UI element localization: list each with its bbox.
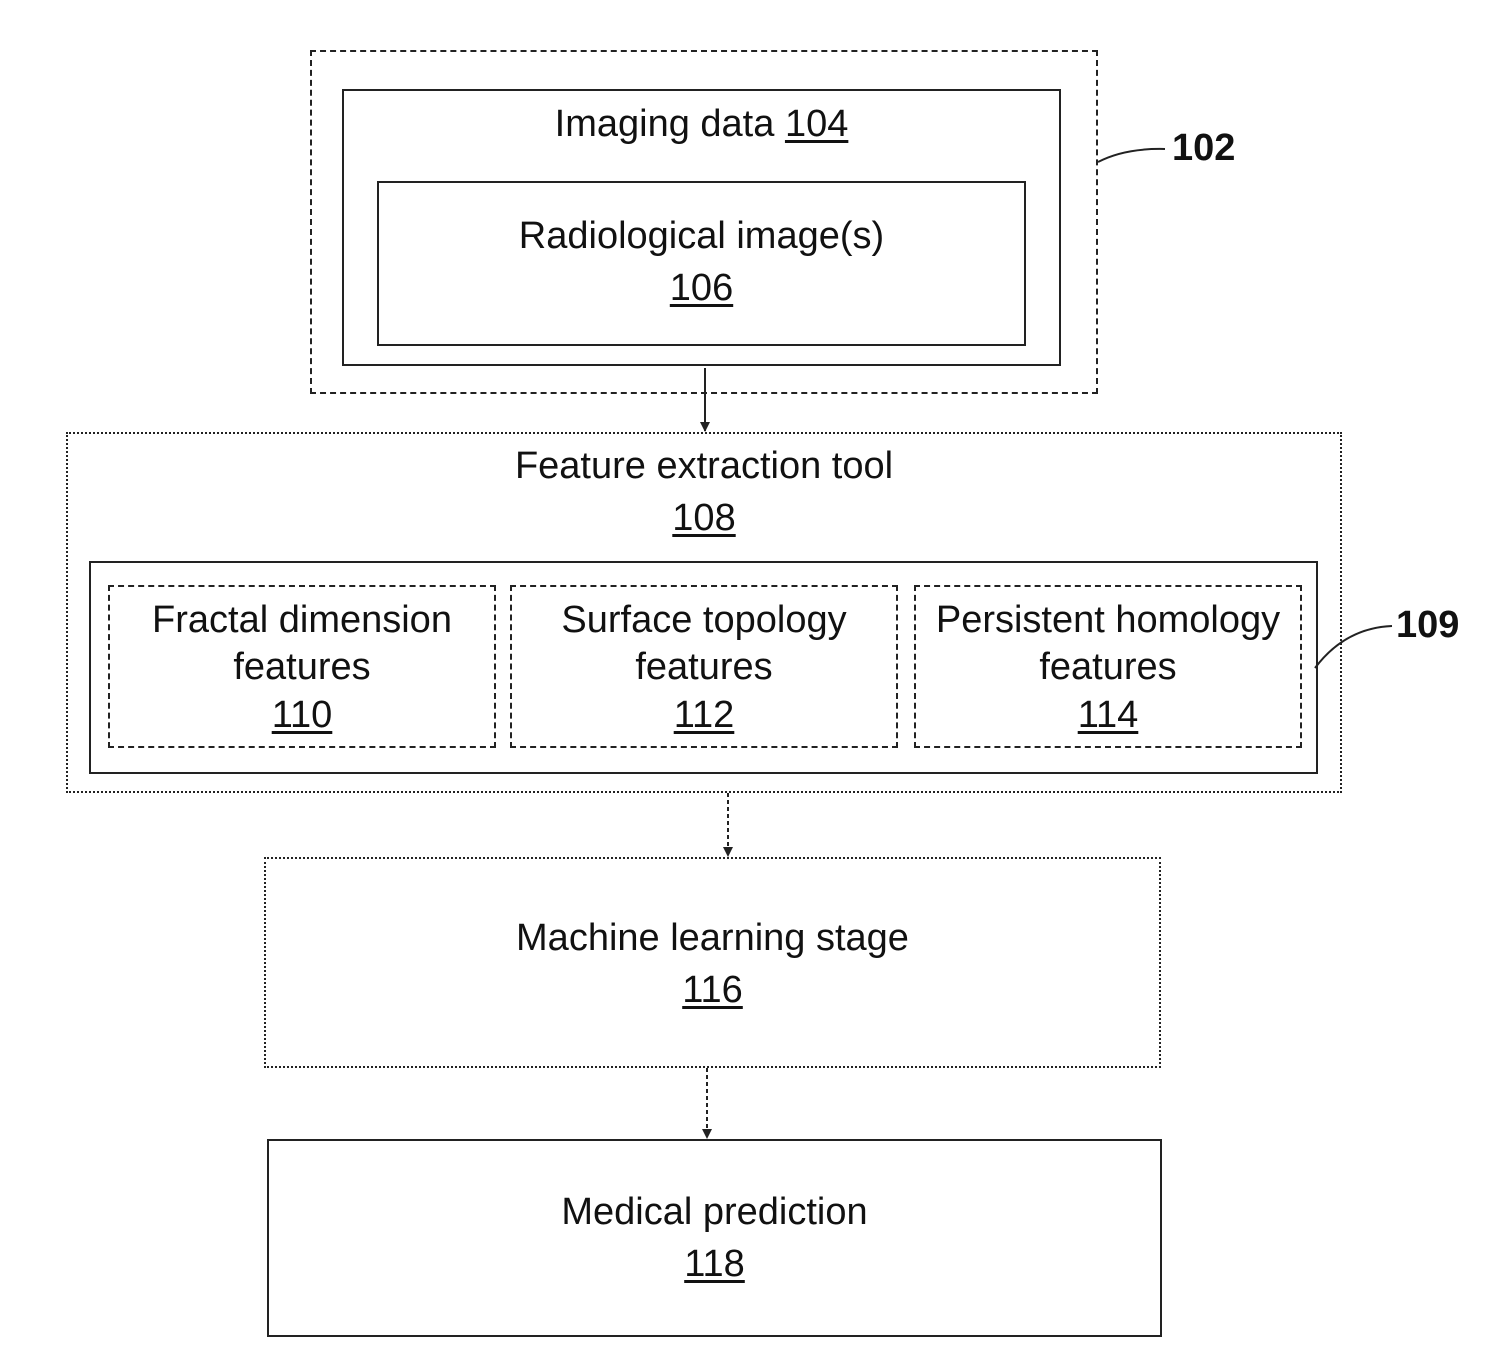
leader-line-102 xyxy=(1098,149,1165,162)
reference-102: 102 xyxy=(1172,128,1235,168)
persistent-homology-line1: Persistent homology xyxy=(916,597,1300,643)
surface-topology-features-box: Surface topology features 112 xyxy=(510,585,898,748)
imaging-data-label: Imaging data 104 xyxy=(344,101,1059,147)
surface-topology-line1: Surface topology xyxy=(512,597,896,643)
radiological-image-title: Radiological image(s) xyxy=(379,213,1024,259)
fractal-dimension-number: 110 xyxy=(272,694,333,736)
persistent-homology-features-box: Persistent homology features 114 xyxy=(914,585,1302,748)
radiological-image-number: 106 xyxy=(670,267,733,309)
imaging-data-number: 104 xyxy=(785,103,848,145)
machine-learning-stage-title: Machine learning stage xyxy=(266,915,1159,961)
surface-topology-line2: features xyxy=(512,644,896,690)
machine-learning-stage-number: 116 xyxy=(682,969,743,1011)
reference-109: 109 xyxy=(1396,605,1459,645)
surface-topology-number: 112 xyxy=(674,694,735,736)
fractal-dimension-features-box: Fractal dimension features 110 xyxy=(108,585,496,748)
medical-prediction-title: Medical prediction xyxy=(269,1189,1160,1235)
persistent-homology-number: 114 xyxy=(1078,694,1139,736)
feature-extraction-tool-number: 108 xyxy=(672,497,735,539)
radiological-image-box: Radiological image(s) 106 xyxy=(377,181,1026,346)
machine-learning-stage-box: Machine learning stage 116 xyxy=(264,857,1161,1068)
imaging-data-title: Imaging data xyxy=(555,103,775,145)
fractal-dimension-line1: Fractal dimension xyxy=(110,597,494,643)
medical-prediction-box: Medical prediction 118 xyxy=(267,1139,1162,1337)
medical-prediction-number: 118 xyxy=(684,1243,745,1285)
fractal-dimension-line2: features xyxy=(110,644,494,690)
feature-extraction-tool-title: Feature extraction tool xyxy=(68,443,1340,489)
persistent-homology-line2: features xyxy=(916,644,1300,690)
